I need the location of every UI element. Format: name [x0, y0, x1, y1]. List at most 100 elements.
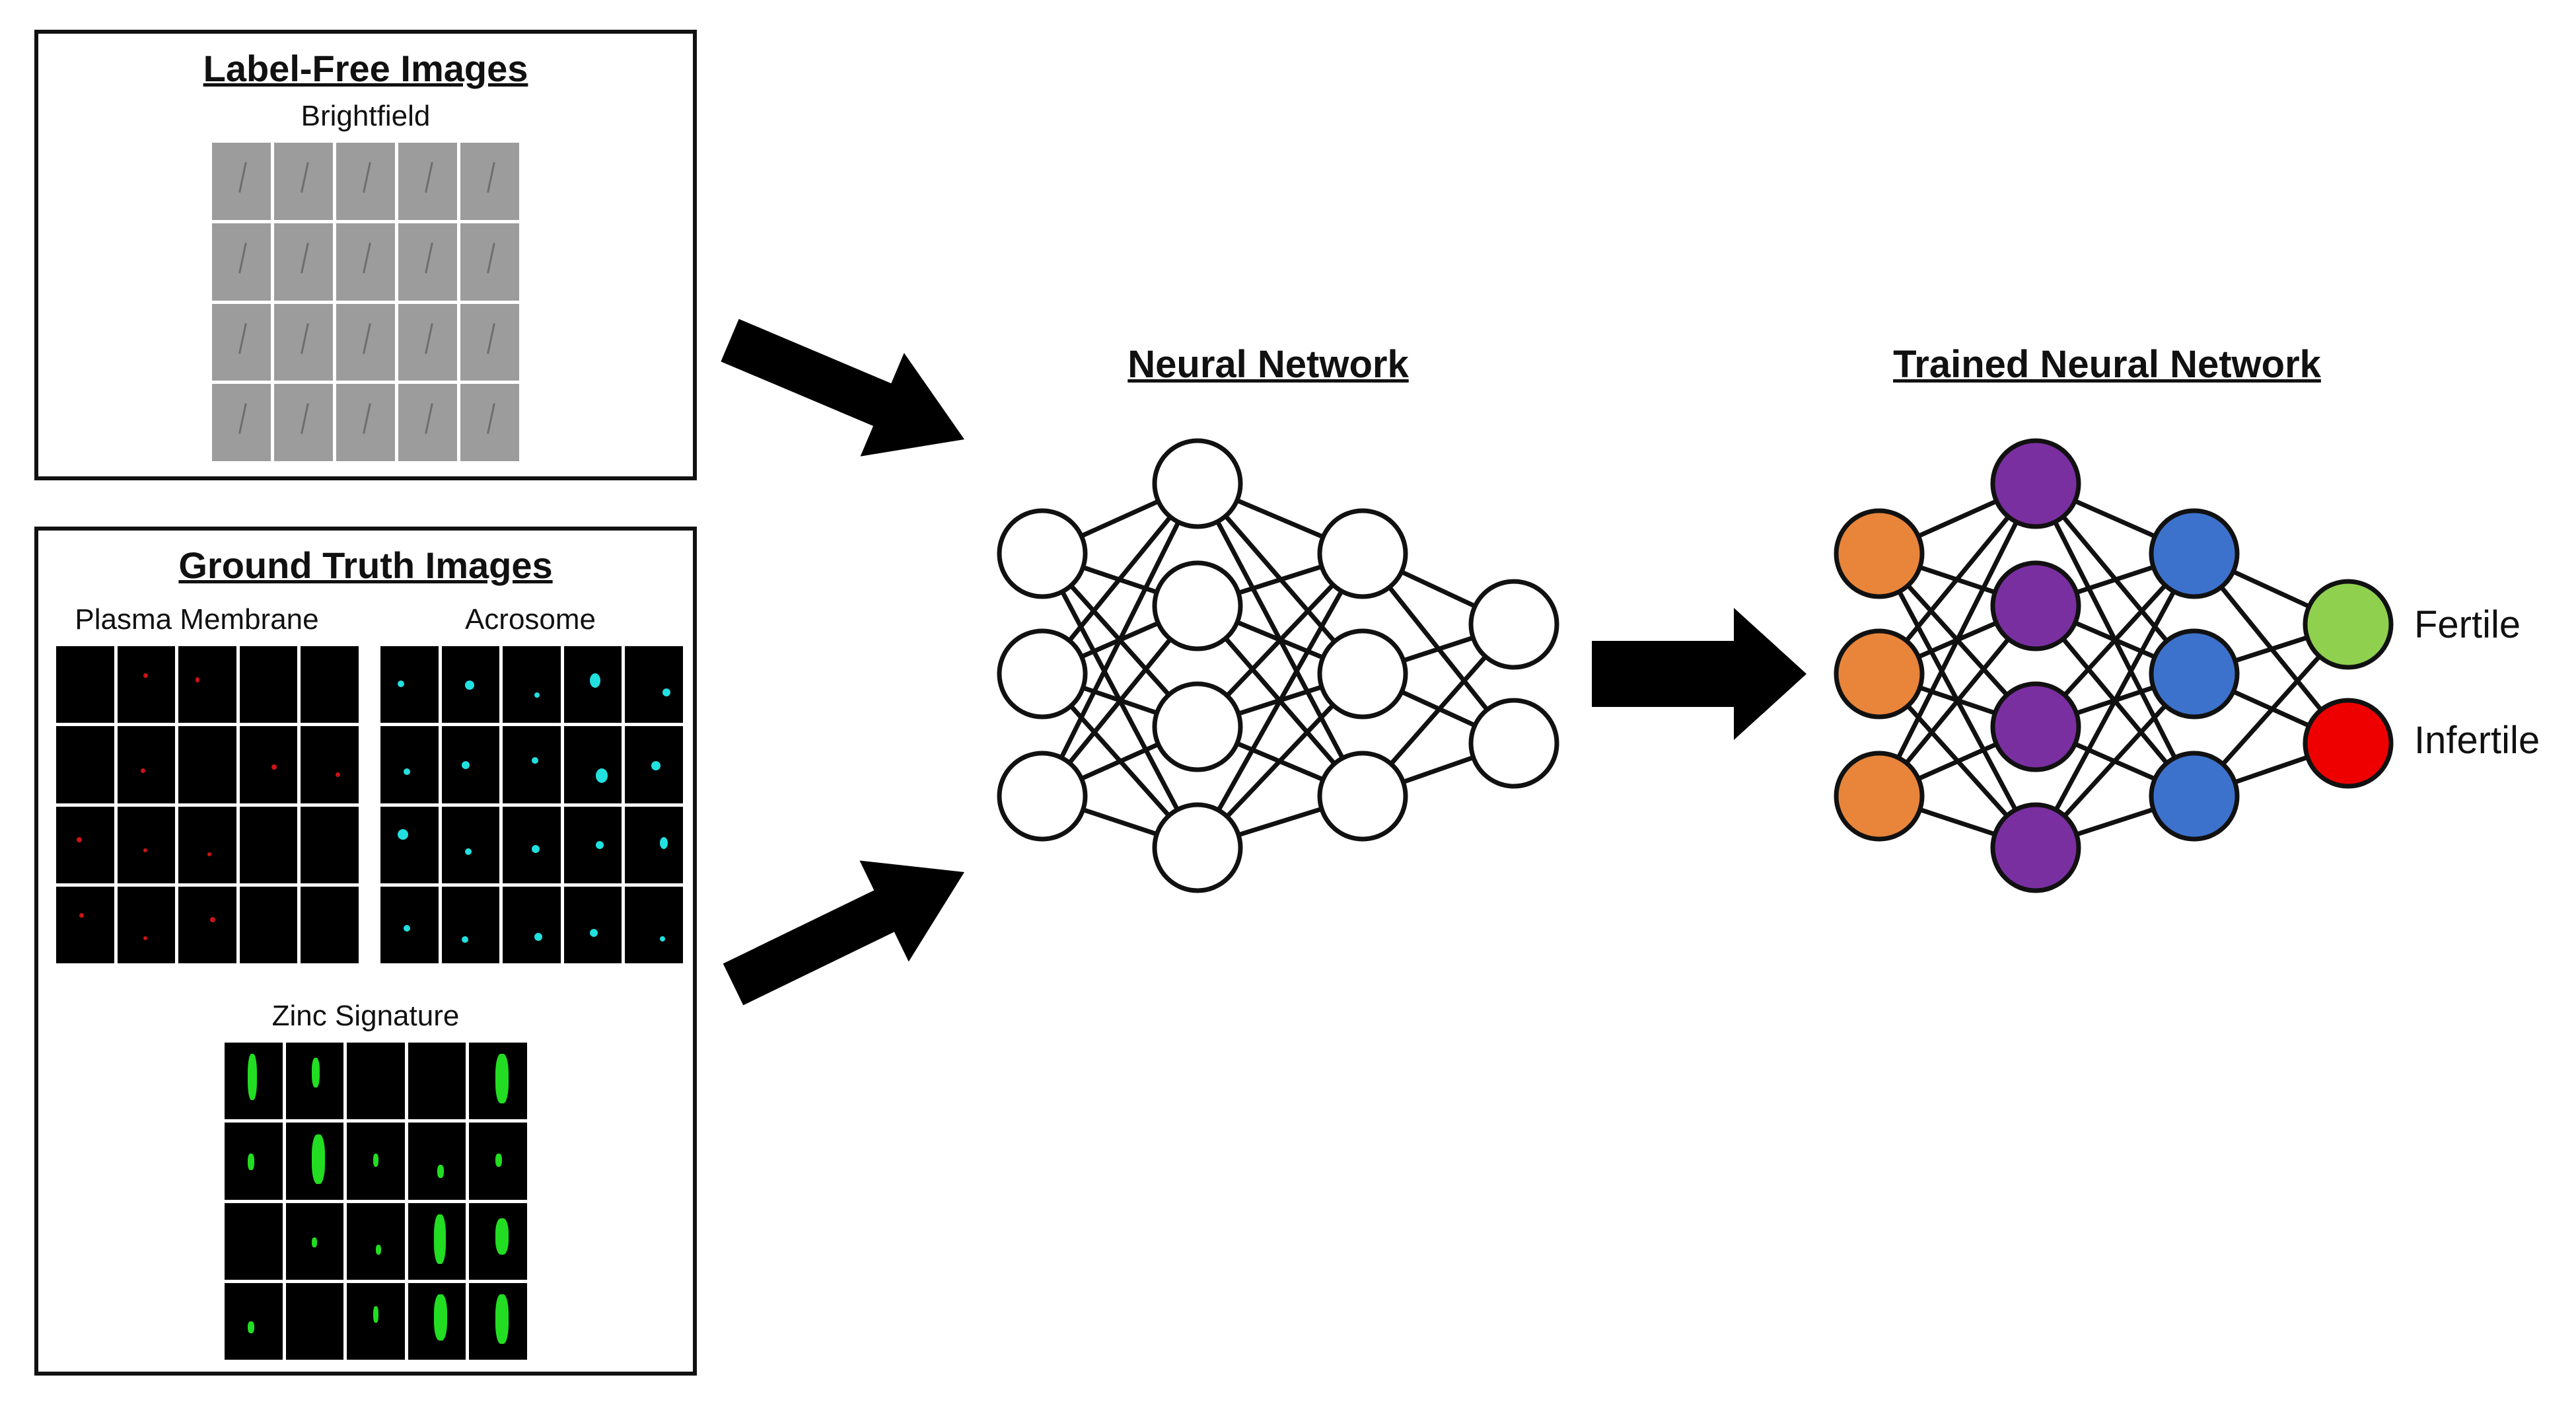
image-tile: [460, 223, 519, 301]
nn-node: [1468, 698, 1559, 789]
image-tile: [239, 646, 298, 723]
trained-nn-node: [1834, 628, 1925, 719]
signal-spot: [143, 673, 148, 678]
ground-truth-panel: Ground Truth Images Plasma Membrane Acro…: [34, 527, 697, 1376]
nn-node: [1317, 751, 1408, 842]
zinc-signature-label: Zinc Signature: [271, 1000, 460, 1032]
nn-node: [997, 508, 1088, 599]
image-tile: [301, 806, 359, 883]
image-tile: [212, 223, 271, 301]
signal-spot: [335, 772, 340, 777]
image-tile: [336, 223, 395, 301]
trained-nn-connection: [1877, 482, 2038, 797]
image-tile: [469, 1282, 527, 1360]
signal-spot: [464, 848, 472, 856]
signal-spot: [248, 1321, 255, 1333]
signal-spot: [495, 1294, 509, 1345]
signal-spot: [79, 913, 85, 918]
signal-spot: [495, 1054, 509, 1104]
neural-network: [997, 438, 1559, 893]
signal-spot: [143, 848, 147, 853]
ground-truth-title: Ground Truth Images: [178, 544, 553, 586]
image-tile: [380, 646, 439, 723]
trained-nn-node: [1990, 802, 2081, 893]
image-tile: [274, 143, 333, 220]
signal-spot: [595, 768, 608, 784]
signal-spot: [531, 756, 538, 764]
signal-spot: [462, 760, 470, 769]
trained-nn-node: [2149, 508, 2240, 599]
image-tile: [503, 726, 561, 803]
signal-spot: [462, 936, 469, 943]
nn-node: [1152, 802, 1243, 893]
signal-spot: [373, 1306, 378, 1323]
image-tile: [117, 806, 176, 883]
image-tile: [56, 646, 114, 723]
signal-spot: [434, 1214, 447, 1264]
signal-spot: [312, 1237, 317, 1247]
image-tile: [625, 886, 683, 963]
signal-spot: [531, 844, 540, 853]
signal-spot: [464, 681, 474, 690]
signal-spot: [534, 692, 540, 698]
trained-nn-connection: [2033, 552, 2197, 849]
signal-spot: [398, 681, 405, 688]
image-tile: [274, 223, 333, 301]
signal-spot: [312, 1134, 325, 1184]
signal-spot: [210, 917, 216, 923]
image-tile: [469, 1202, 527, 1280]
trained-nn-node: [1834, 508, 1925, 599]
image-tile: [398, 384, 457, 461]
image-tile: [336, 384, 395, 461]
image-tile: [212, 303, 271, 381]
image-tile: [380, 886, 439, 963]
zinc-signature-image-grid: [221, 1039, 530, 1363]
trained-nn-node: [2303, 579, 2394, 670]
image-tile: [225, 1282, 283, 1360]
image-tile: [408, 1282, 466, 1360]
nn-node: [1317, 628, 1408, 719]
image-tile: [441, 646, 500, 723]
trained-neural-network: [1834, 438, 2394, 893]
image-tile: [225, 1123, 283, 1200]
plasma-membrane-label: Plasma Membrane: [75, 603, 319, 636]
signal-spot: [659, 936, 665, 942]
trained-nn-node: [2149, 628, 2240, 719]
signal-spot: [651, 760, 661, 770]
label-free-title: Label-Free Images: [203, 48, 528, 89]
image-tile: [563, 646, 622, 723]
image-tile: [563, 886, 622, 963]
image-tile: [239, 886, 298, 963]
image-tile: [625, 646, 683, 723]
image-tile: [503, 886, 561, 963]
signal-spot: [140, 768, 145, 774]
image-tile: [239, 806, 298, 883]
image-tile: [117, 646, 176, 723]
image-tile: [274, 384, 333, 461]
plasma-membrane-image-grid: [53, 643, 362, 967]
signal-spot: [312, 1058, 320, 1088]
nn-node: [1152, 681, 1243, 772]
signal-spot: [659, 837, 668, 849]
image-tile: [285, 1123, 344, 1200]
signal-spot: [534, 932, 543, 941]
image-tile: [301, 886, 359, 963]
image-tile: [178, 806, 236, 883]
acrosome-image-grid: [377, 643, 686, 967]
image-tile: [285, 1282, 344, 1360]
image-tile: [347, 1202, 405, 1280]
neural-network-heading: Neural Network: [1127, 343, 1409, 386]
image-tile: [347, 1043, 405, 1120]
trained-nn-node: [2149, 751, 2240, 842]
signal-spot: [590, 673, 601, 688]
image-tile: [178, 886, 236, 963]
image-tile: [408, 1202, 466, 1280]
trained-nn-node: [1990, 438, 2081, 529]
signal-spot: [207, 852, 211, 857]
signal-spot: [437, 1165, 444, 1179]
image-tile: [398, 303, 457, 381]
signal-spot: [495, 1153, 502, 1167]
image-tile: [117, 886, 176, 963]
arrow-label-free-to-network: [721, 318, 964, 457]
image-tile: [178, 726, 236, 803]
